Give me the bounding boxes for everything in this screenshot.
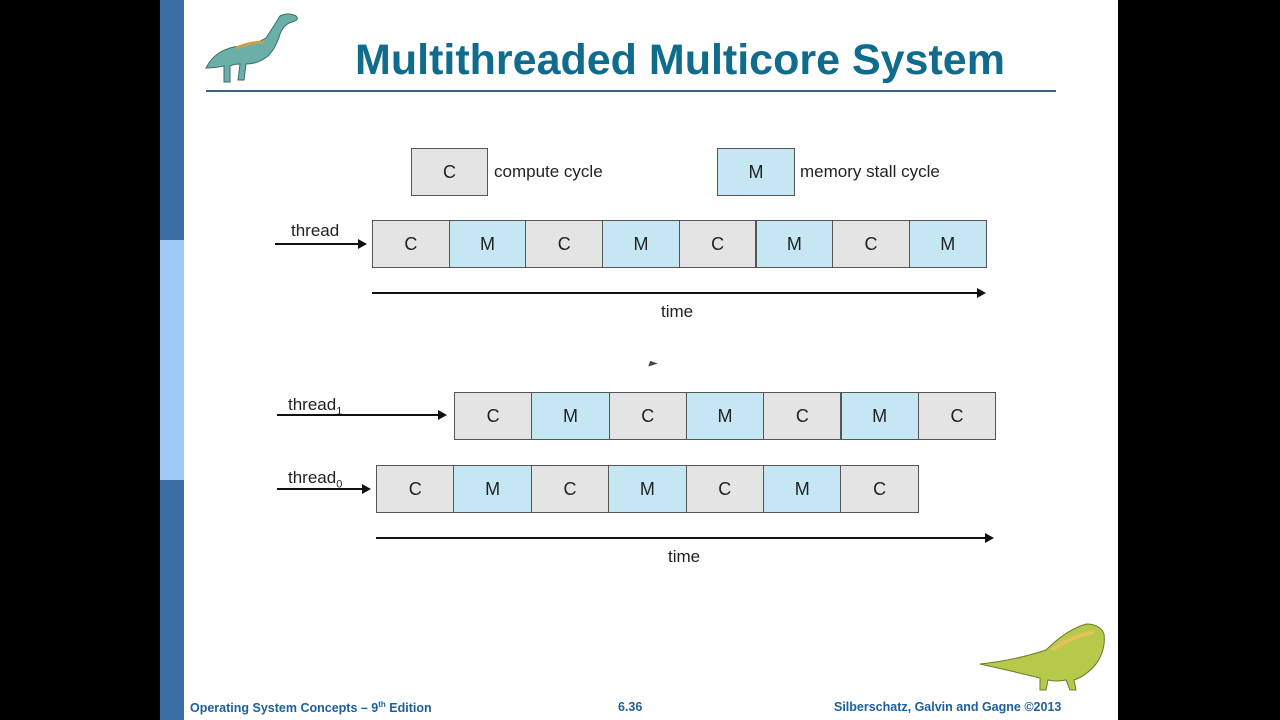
diagram1-cell-compute: C (372, 220, 450, 268)
diagram2-thread1-cell-memory: M (840, 392, 919, 440)
diagram1-thread-label: thread (291, 221, 340, 240)
footer-page-number: 6.36 (618, 700, 643, 714)
legend-memory-box: M (717, 148, 795, 196)
dinosaur-logo-icon (205, 13, 298, 83)
footer-book-title: Operating System Concepts – 9th Edition (190, 700, 432, 716)
diagram2-thread1-cell-compute: C (917, 392, 997, 440)
diagram2-thread0-cell-compute: C (840, 465, 919, 513)
diagram2-thread0-cell-memory: M (453, 465, 532, 513)
diagram2-thread1-cell-compute: C (763, 392, 842, 440)
diagram2-thread1-arrow (277, 410, 447, 420)
diagram2-thread1-cell-compute: C (608, 392, 687, 440)
diagram1-cell-memory: M (602, 220, 680, 268)
diagram2-thread0-label: thread0 (288, 468, 343, 491)
diagram1-cell-compute: C (678, 220, 757, 268)
diagram1-cell-memory: M (448, 220, 527, 268)
diagram2-thread0-cell-memory: M (763, 465, 842, 513)
diagram2-thread1-cell-compute: C (454, 392, 533, 440)
diagram1-cell-memory: M (755, 220, 834, 268)
diagram1-time-label: time (661, 302, 694, 321)
footer-authors: Silberschatz, Galvin and Gagne ©2013 (834, 700, 1062, 714)
legend-memory-label: memory stall cycle (800, 162, 940, 181)
diagram1-thread-arrow (275, 239, 367, 249)
diagram2-thread0-cell-compute: C (530, 465, 610, 513)
diagram2-thread0-cell-compute: C (685, 465, 764, 513)
diagram1-cell-compute: C (832, 220, 910, 268)
diagram2-thread1-cell-memory: M (531, 392, 610, 440)
slide: Multithreaded Multicore System Operating… (160, 0, 1118, 720)
slide-sidebar (160, 0, 184, 720)
title-underline (206, 90, 1056, 92)
sidebar-highlight (160, 240, 184, 480)
dinosaur-footer-icon (979, 623, 1105, 691)
diagram2-thread1-label: thread1 (288, 395, 343, 418)
diagram2-thread1-cell-memory: M (685, 392, 765, 440)
diagram1-time-arrow (372, 288, 986, 298)
diagram2-thread0-cell-compute: C (376, 465, 455, 513)
diagram2-time-arrow (376, 533, 994, 543)
legend-compute-label: compute cycle (494, 162, 603, 181)
diagram1-cell-memory: M (908, 220, 987, 268)
diagram2-time-label: time (668, 547, 701, 566)
diagram2-thread0-cell-memory: M (608, 465, 687, 513)
diagram2-thread0-arrow (277, 484, 371, 494)
slide-title: Multithreaded Multicore System (355, 36, 1005, 84)
legend-compute-box: C (411, 148, 488, 196)
diagram1-cell-compute: C (525, 220, 604, 268)
